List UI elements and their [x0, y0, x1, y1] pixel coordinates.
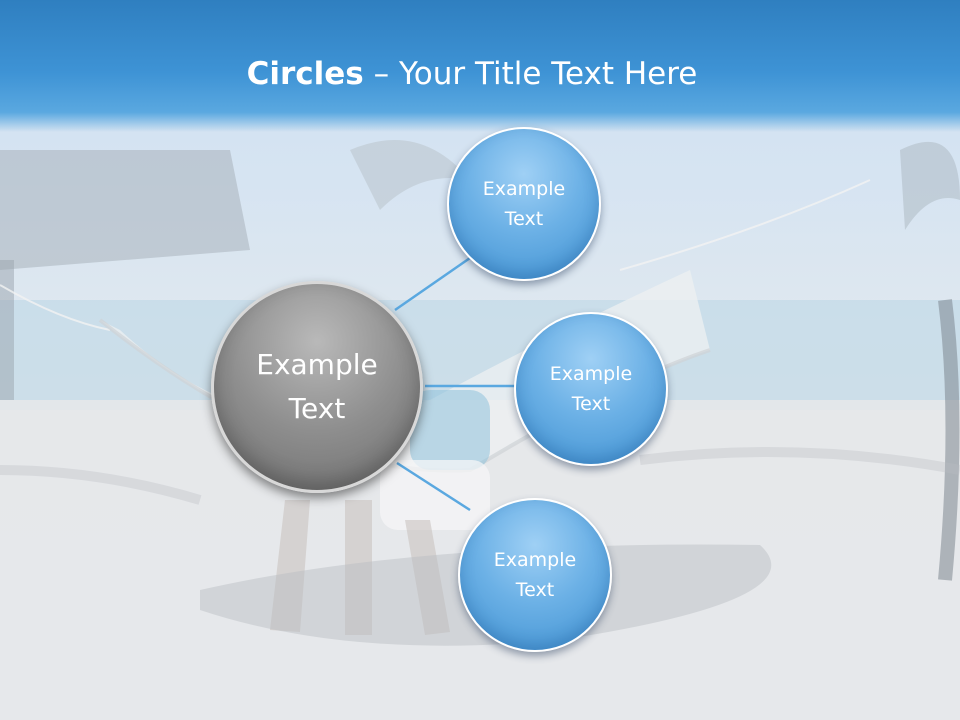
center-circle-line1: Example: [256, 348, 378, 381]
satellite-circle-top[interactable]: Example Text: [447, 127, 601, 281]
satellite-circle-middle-line2: Text: [571, 393, 611, 415]
satellite-circle-middle-text: Example Text: [550, 359, 632, 419]
satellite-circle-bottom-line1: Example: [493, 549, 577, 571]
satellite-circle-top-text: Example Text: [483, 174, 565, 234]
satellite-circle-bottom-text: Example Text: [494, 545, 576, 605]
connector-line-top: [394, 256, 471, 312]
satellite-circle-middle-line1: Example: [549, 363, 633, 385]
slide-title: Circles – Your Title Text Here: [0, 52, 944, 96]
title-bar: [0, 0, 960, 132]
satellite-circle-bottom[interactable]: Example Text: [458, 498, 612, 652]
center-circle-line2: Text: [288, 392, 346, 425]
title-rest-part: – Your Title Text Here: [363, 56, 698, 92]
connector-line-bottom: [396, 461, 471, 512]
satellite-circle-top-line1: Example: [482, 178, 566, 200]
satellite-circle-top-line2: Text: [504, 208, 544, 230]
satellite-circle-middle[interactable]: Example Text: [514, 312, 668, 466]
center-circle[interactable]: Example Text: [211, 281, 423, 493]
center-circle-text: Example Text: [256, 343, 377, 431]
satellite-circle-bottom-line2: Text: [515, 579, 555, 601]
title-bold-part: Circles: [246, 56, 364, 92]
